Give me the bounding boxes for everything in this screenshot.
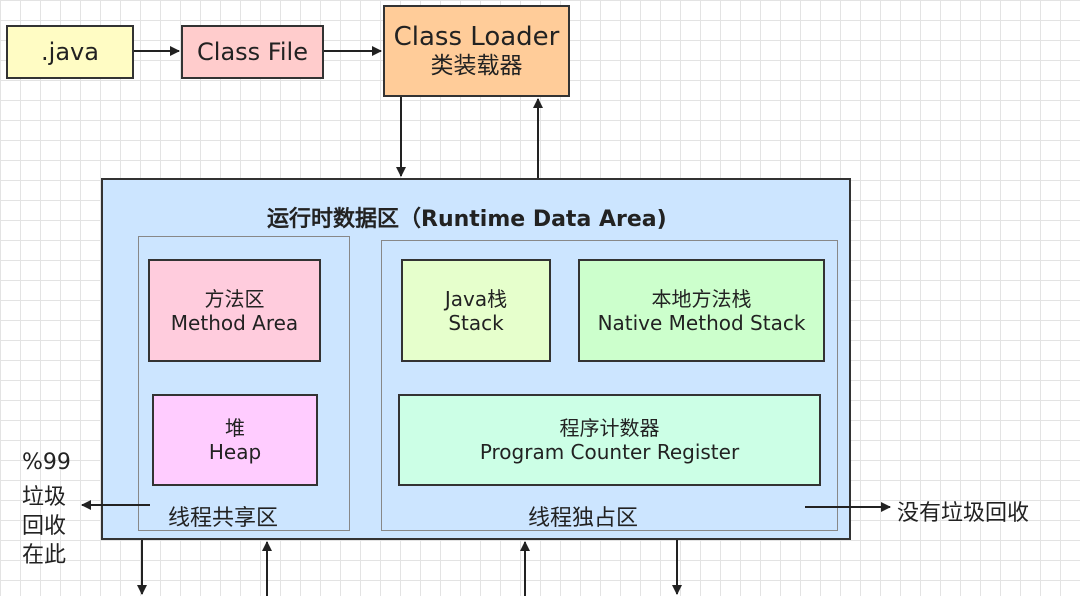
native-method-stack-box: 本地方法栈 Native Method Stack bbox=[578, 259, 825, 362]
method-area-box: 方法区 Method Area bbox=[148, 259, 321, 362]
no-gc-note: 没有垃圾回收 bbox=[897, 501, 1030, 526]
method-area-label-en: Method Area bbox=[170, 310, 299, 335]
program-counter-register-box: 程序计数器 Program Counter Register bbox=[398, 394, 821, 486]
heap-box: 堆 Heap bbox=[152, 394, 318, 486]
class-loader-label-cn: 类装载器 bbox=[430, 52, 523, 79]
heap-label-en: Heap bbox=[208, 440, 262, 464]
thread-private-label: 线程独占区 bbox=[528, 506, 639, 531]
class-loader-box: Class Loader 类装载器 bbox=[383, 5, 570, 97]
program-counter-label-cn: 程序计数器 bbox=[559, 416, 660, 440]
java-source-label: .java bbox=[41, 37, 99, 66]
method-area-label-cn: 方法区 bbox=[204, 286, 265, 311]
program-counter-label-en: Program Counter Register bbox=[479, 440, 740, 464]
class-loader-label-en: Class Loader bbox=[393, 21, 560, 52]
class-file-box: Class File bbox=[181, 25, 324, 79]
native-method-stack-label-cn: 本地方法栈 bbox=[651, 286, 752, 311]
gc-note-line-2: 垃圾 bbox=[22, 485, 67, 510]
java-stack-label-en: Stack bbox=[448, 310, 504, 335]
java-stack-box: Java栈 Stack bbox=[401, 259, 551, 362]
java-stack-label-cn: Java栈 bbox=[444, 286, 508, 311]
thread-shared-label: 线程共享区 bbox=[168, 506, 279, 531]
gc-note-line-4: 在此 bbox=[22, 543, 67, 568]
thread-shared-region bbox=[138, 236, 350, 531]
heap-label-cn: 堆 bbox=[225, 416, 245, 440]
class-file-label: Class File bbox=[197, 37, 308, 66]
gc-note-line-1: %99 bbox=[22, 450, 71, 475]
java-source-box: .java bbox=[6, 25, 134, 79]
native-method-stack-label-en: Native Method Stack bbox=[597, 310, 806, 335]
gc-note-line-3: 回收 bbox=[22, 514, 67, 539]
thread-private-region bbox=[381, 240, 838, 531]
runtime-data-area-title: 运行时数据区（Runtime Data Area) bbox=[267, 207, 667, 232]
